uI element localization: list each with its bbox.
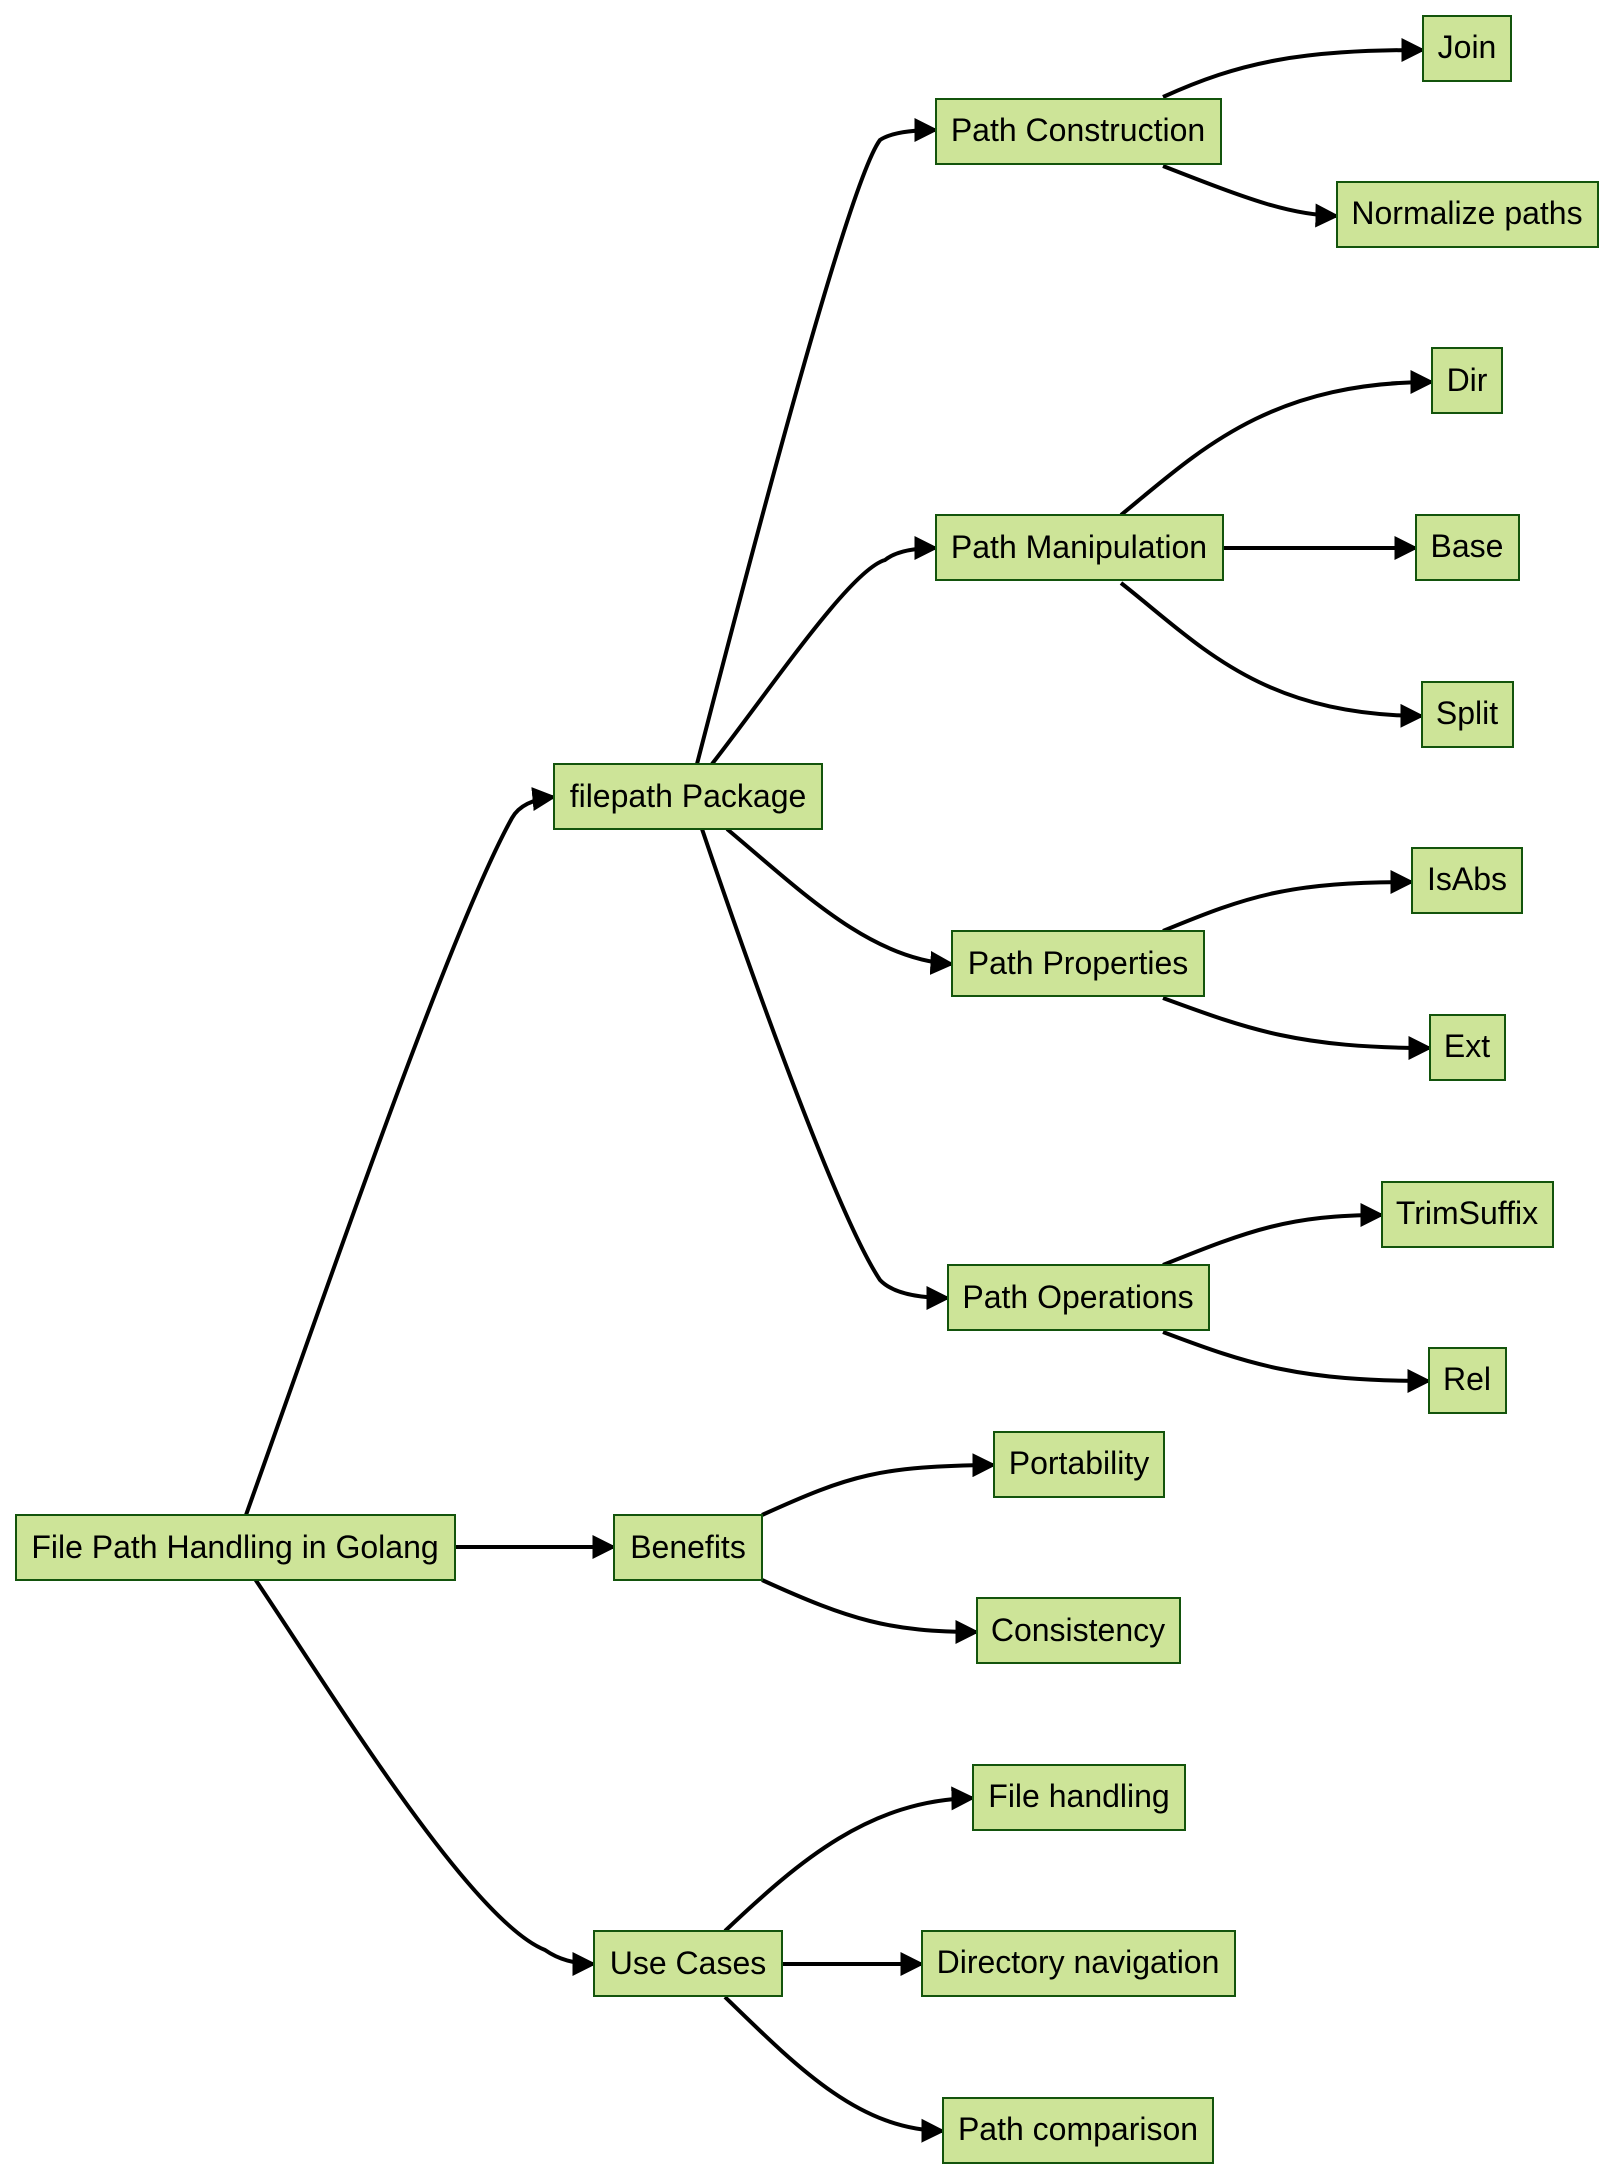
node-join-label: Join bbox=[1438, 29, 1497, 65]
node-base: Base bbox=[1415, 514, 1520, 581]
node-root-label: File Path Handling in Golang bbox=[31, 1529, 438, 1565]
nodes: File Path Handling in Golang filepath Pa… bbox=[15, 15, 1599, 2164]
node-normalize-paths: Normalize paths bbox=[1336, 181, 1599, 248]
edge-benefits-to-portability bbox=[761, 1453, 997, 1517]
node-path-operations-label: Path Operations bbox=[962, 1279, 1193, 1315]
node-split-label: Split bbox=[1436, 695, 1498, 731]
node-file-handling-label: File handling bbox=[988, 1778, 1169, 1814]
edge-properties-to-isabs bbox=[1162, 870, 1415, 933]
node-portability-label: Portability bbox=[1009, 1445, 1150, 1481]
node-ext-label: Ext bbox=[1444, 1028, 1490, 1064]
node-dir-label: Dir bbox=[1447, 362, 1488, 398]
node-isabs-label: IsAbs bbox=[1427, 861, 1507, 897]
edge-root-to-filepath-package bbox=[244, 787, 557, 1516]
edge-manipulation-to-split bbox=[1119, 581, 1425, 728]
node-benefits-label: Benefits bbox=[630, 1529, 746, 1565]
node-root: File Path Handling in Golang bbox=[15, 1514, 456, 1581]
node-path-manipulation-label: Path Manipulation bbox=[951, 529, 1207, 565]
node-ext: Ext bbox=[1429, 1014, 1506, 1081]
node-rel: Rel bbox=[1428, 1347, 1507, 1414]
node-trimsuffix: TrimSuffix bbox=[1381, 1181, 1554, 1248]
edge-use-cases-to-path-comparison bbox=[723, 1995, 946, 2143]
edge-construction-to-join bbox=[1162, 38, 1426, 99]
node-base-label: Base bbox=[1431, 528, 1504, 564]
node-path-construction-label: Path Construction bbox=[951, 112, 1205, 148]
edges bbox=[244, 38, 1435, 2143]
node-path-properties: Path Properties bbox=[951, 930, 1205, 997]
edge-operations-to-rel bbox=[1162, 1330, 1432, 1393]
edge-use-cases-to-file-handling bbox=[723, 1786, 976, 1933]
edge-properties-to-ext bbox=[1162, 996, 1433, 1060]
edge-operations-to-trimsuffix bbox=[1162, 1203, 1385, 1267]
node-split: Split bbox=[1421, 681, 1514, 748]
node-normalize-paths-label: Normalize paths bbox=[1351, 195, 1582, 231]
node-isabs: IsAbs bbox=[1411, 847, 1523, 914]
edge-benefits-to-consistency bbox=[761, 1578, 980, 1644]
node-path-construction: Path Construction bbox=[935, 98, 1222, 165]
edge-filepath-to-path-operations bbox=[700, 828, 951, 1310]
node-file-handling: File handling bbox=[972, 1764, 1186, 1831]
node-path-properties-label: Path Properties bbox=[968, 945, 1189, 981]
node-portability: Portability bbox=[993, 1431, 1165, 1498]
node-path-operations: Path Operations bbox=[947, 1264, 1210, 1331]
node-join: Join bbox=[1422, 15, 1512, 82]
edge-construction-to-normalize bbox=[1162, 164, 1340, 228]
node-filepath-package-label: filepath Package bbox=[570, 778, 807, 814]
node-filepath-package: filepath Package bbox=[553, 763, 823, 830]
node-path-comparison-label: Path comparison bbox=[958, 2111, 1198, 2147]
node-consistency-label: Consistency bbox=[991, 1612, 1165, 1648]
edge-filepath-to-path-construction bbox=[695, 118, 939, 765]
node-use-cases: Use Cases bbox=[593, 1930, 783, 1997]
edge-manipulation-to-dir bbox=[1119, 370, 1435, 517]
node-directory-navigation-label: Directory navigation bbox=[937, 1944, 1220, 1980]
node-benefits: Benefits bbox=[613, 1514, 763, 1581]
node-dir: Dir bbox=[1431, 347, 1503, 414]
node-directory-navigation: Directory navigation bbox=[921, 1930, 1236, 1997]
edge-filepath-to-path-properties bbox=[725, 827, 955, 975]
node-use-cases-label: Use Cases bbox=[610, 1945, 767, 1981]
node-path-comparison: Path comparison bbox=[942, 2097, 1214, 2164]
node-trimsuffix-label: TrimSuffix bbox=[1396, 1195, 1538, 1231]
edge-root-to-use-cases bbox=[253, 1577, 597, 1976]
node-rel-label: Rel bbox=[1443, 1361, 1491, 1397]
edge-filepath-to-path-manipulation bbox=[710, 536, 939, 766]
node-path-manipulation: Path Manipulation bbox=[935, 514, 1224, 581]
node-consistency: Consistency bbox=[976, 1597, 1181, 1664]
